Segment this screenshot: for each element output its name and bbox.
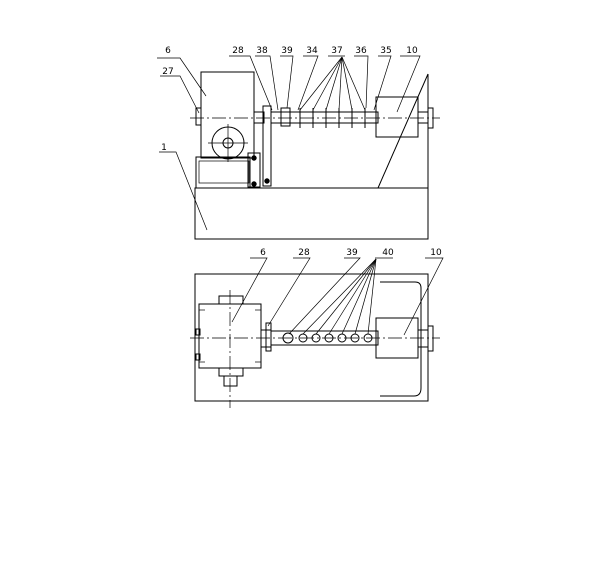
label-34: 34 <box>306 46 318 56</box>
plan-view <box>190 257 444 408</box>
lower-bracket <box>195 156 251 189</box>
gearbox-bottom-tab <box>218 367 244 377</box>
label-38: 38 <box>256 46 268 56</box>
label-6-plan: 6 <box>260 248 266 258</box>
label-1: 1 <box>161 143 167 153</box>
lower-bracket-inner <box>198 160 250 184</box>
arm-lower-bracket <box>247 152 261 188</box>
collar-39 <box>280 107 291 127</box>
label-10-plan: 10 <box>430 248 442 258</box>
plan-labels: 6 28 39 40 10 <box>260 248 442 258</box>
gearbox-top-tab <box>218 295 244 305</box>
shaft-flange-left <box>195 107 202 126</box>
label-28-plan: 28 <box>298 248 310 258</box>
arm-bolt-bottom <box>251 181 257 187</box>
label-10-front: 10 <box>406 46 418 56</box>
end-cap-plan <box>417 329 429 348</box>
bearing-seat-10 <box>375 96 419 138</box>
label-39-plan: 39 <box>346 248 358 258</box>
label-37: 37 <box>331 46 342 56</box>
label-28-front: 28 <box>232 46 244 56</box>
arm-bolt-right <box>264 178 270 184</box>
label-27: 27 <box>162 67 173 77</box>
front-view <box>157 55 440 240</box>
arm-bolt-top <box>251 155 257 161</box>
base-frame-front <box>194 187 429 240</box>
gearbox-left-bolt-top <box>195 328 201 336</box>
main-shaft <box>270 111 379 124</box>
label-36: 36 <box>355 46 367 56</box>
gearbox-left-bolt-bottom <box>195 353 201 361</box>
label-35: 35 <box>380 46 391 56</box>
label-6-front: 6 <box>165 46 171 56</box>
gearbox-output <box>223 375 238 387</box>
label-40: 40 <box>382 248 394 258</box>
coupling-28 <box>253 111 265 124</box>
guard-curve <box>380 281 422 397</box>
end-cap <box>417 111 429 124</box>
front-labels: 6 27 1 28 38 39 34 37 36 35 10 <box>161 46 418 153</box>
arm-plate <box>262 105 272 187</box>
label-39-front: 39 <box>281 46 293 56</box>
gearbox-housing <box>200 71 255 159</box>
end-nut-plan <box>427 325 434 352</box>
support-slope-line <box>377 73 429 189</box>
